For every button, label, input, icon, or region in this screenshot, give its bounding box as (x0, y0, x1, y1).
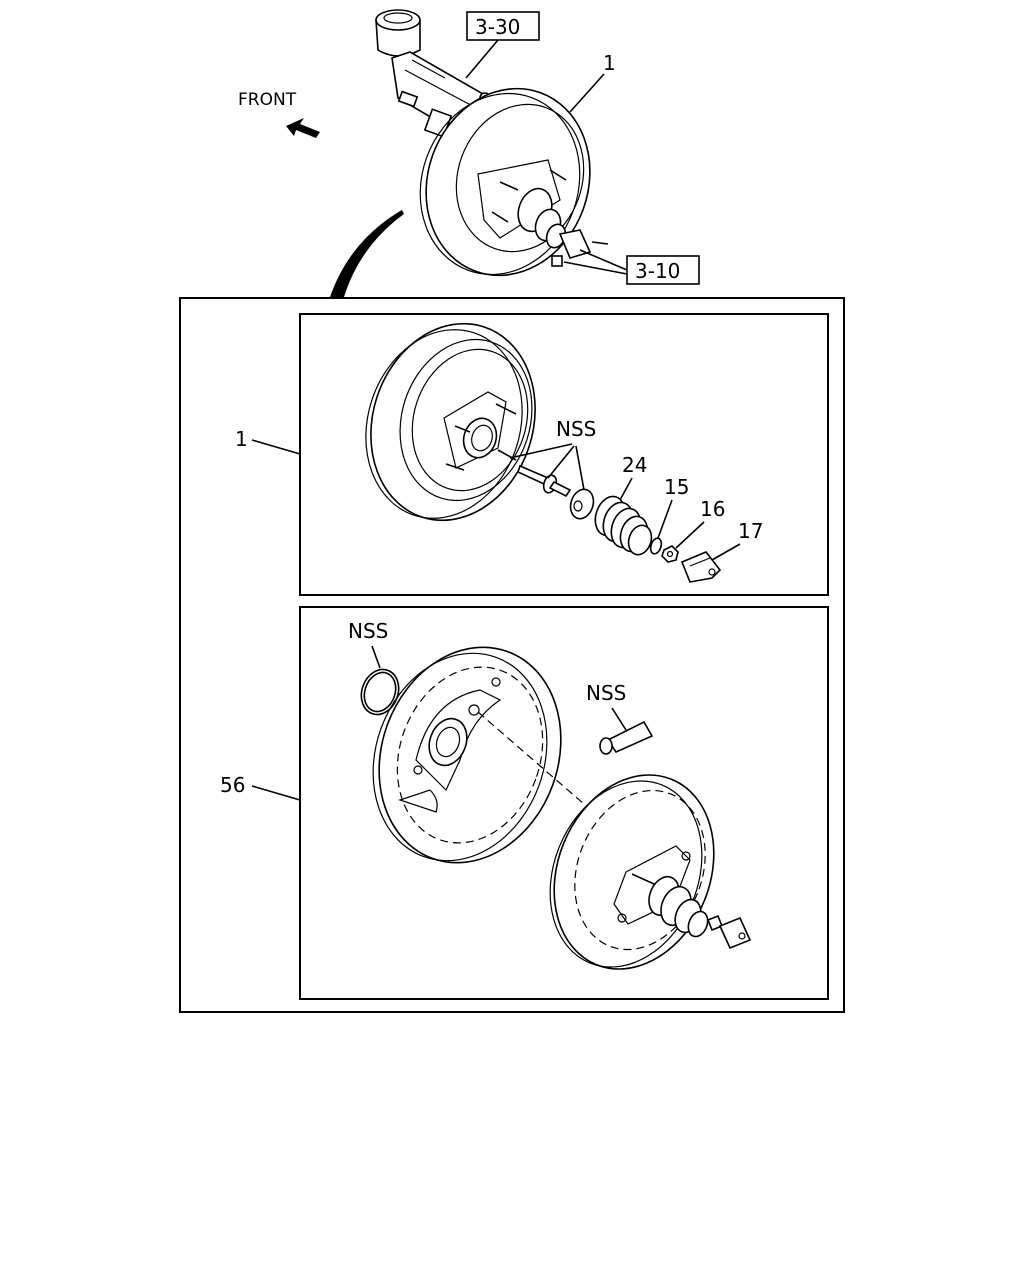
grease-tube (599, 720, 654, 755)
part-1-upper-label: 1 (235, 427, 248, 451)
nss-upper-label: NSS (556, 417, 596, 441)
part-15-label: 15 (664, 475, 689, 499)
upper-panel-drawing (365, 322, 722, 583)
leader-17 (711, 543, 741, 561)
leader-24 (619, 477, 633, 501)
part-17-label: 17 (738, 519, 763, 543)
leader-16 (675, 521, 705, 549)
part-1-top-label: 1 (603, 51, 616, 75)
leader-nss-b (547, 445, 575, 479)
lower-panel-drawing (360, 646, 752, 970)
leader-3-10-a (579, 249, 628, 271)
leader-1-upper (251, 439, 301, 455)
leader-3-30 (465, 39, 499, 79)
outer-frame (179, 297, 845, 1013)
fluid-reservoir (375, 9, 421, 57)
lower-panel (299, 606, 829, 1000)
part-56-label: 56 (220, 773, 245, 797)
ref-box-3-30-text: 3-30 (475, 15, 520, 39)
callout-arrow-icon (330, 210, 404, 297)
upper-panel (299, 313, 829, 596)
leader-nss-ring (371, 645, 381, 669)
ref-box-3-10-text: 3-10 (635, 259, 680, 283)
leader-3-10-b (563, 261, 628, 275)
part-16-label: 16 (700, 497, 725, 521)
ref-box-3-10 (626, 255, 700, 285)
leader-1-top (569, 73, 605, 113)
front-label: FRONT (238, 90, 297, 110)
leader-nss-tube (611, 707, 627, 731)
nss-ring-label: NSS (348, 619, 388, 643)
ref-box-3-30 (466, 11, 540, 41)
nss-tube-label: NSS (586, 681, 626, 705)
leader-nss-a (509, 443, 573, 459)
leader-15 (657, 499, 673, 539)
leader-nss-c (575, 445, 585, 491)
top-assembly: FRONT 3-30 1 3-10 (238, 9, 700, 297)
part-24-label: 24 (622, 453, 647, 477)
front-arrow-icon (286, 118, 320, 138)
leader-56 (251, 785, 301, 801)
